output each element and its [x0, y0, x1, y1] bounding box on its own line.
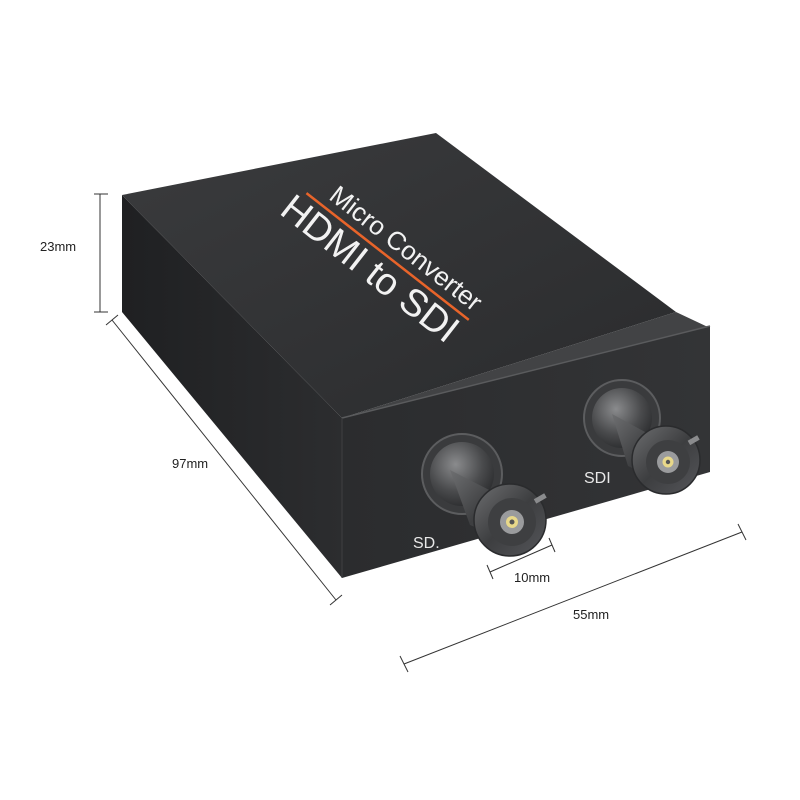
box-top-face	[122, 133, 676, 418]
dimension-height-label: 23mm	[40, 239, 76, 254]
dimension-width-label: 55mm	[573, 607, 609, 622]
box-left-side	[122, 195, 342, 578]
converter-box	[122, 133, 711, 578]
dimension-length	[105, 314, 343, 606]
dimension-connector-spacing-label: 10mm	[514, 570, 550, 585]
port-label-left: SD.	[413, 535, 440, 552]
dimension-width	[399, 523, 747, 673]
logo-accent-line	[305, 192, 470, 321]
port-label-right: SDI	[584, 470, 611, 487]
bnc-connector-right	[583, 379, 701, 495]
dimension-length-label: 97mm	[172, 456, 208, 471]
dimension-height	[94, 193, 108, 313]
bnc-connector-left	[421, 433, 547, 557]
dimension-connector-spacing	[486, 537, 556, 580]
